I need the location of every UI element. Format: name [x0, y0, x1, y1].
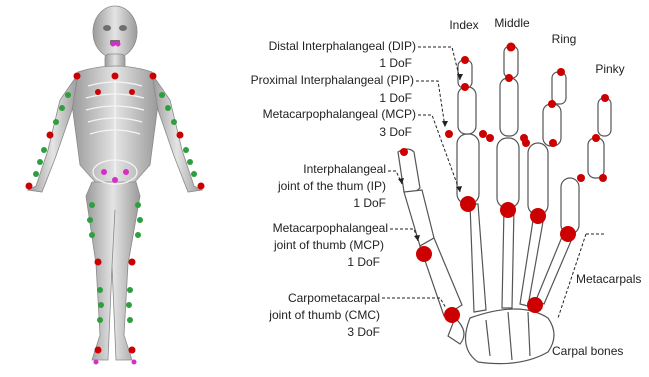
finger-label-middle: Middle [488, 16, 536, 31]
body-figure [26, 6, 205, 365]
finger-label-index: Index [444, 18, 484, 33]
finger-label-ring: Ring [546, 32, 582, 47]
label-thumb-mcp-line1: Metacarpophalangeal [230, 221, 388, 236]
label-thumb-mcp-dof: 1 DoF [230, 255, 380, 270]
label-pip-dof: 1 DoF [230, 91, 412, 106]
label-carpal-bones: Carpal bones [552, 344, 623, 359]
label-mcp-dof: 3 DoF [230, 125, 412, 140]
label-thumb-ip-line2: joint of the thum (IP) [230, 179, 386, 194]
finger-label-pinky: Pinky [590, 62, 630, 77]
label-thumb-ip-line1: Interphalangeal [230, 162, 386, 177]
label-metacarpals: Metacarpals [576, 272, 641, 287]
label-pip-name: Proximal Interphalangeal (PIP) [220, 73, 414, 88]
label-thumb-cmc-line1: Carpometacarpal [230, 291, 380, 306]
label-thumb-ip-dof: 1 DoF [230, 196, 386, 211]
label-thumb-cmc-dof: 3 DoF [230, 325, 380, 340]
label-thumb-cmc-line2: joint of thumb (CMC) [230, 308, 380, 323]
label-dip-dof: 1 DoF [230, 56, 412, 71]
label-thumb-mcp-line2: joint of thumb (MCP) [230, 238, 384, 253]
label-dip-name: Distal Interphalangeal (DIP) [230, 39, 416, 54]
label-mcp-name: Metacarpophalangeal (MCP) [230, 107, 416, 122]
